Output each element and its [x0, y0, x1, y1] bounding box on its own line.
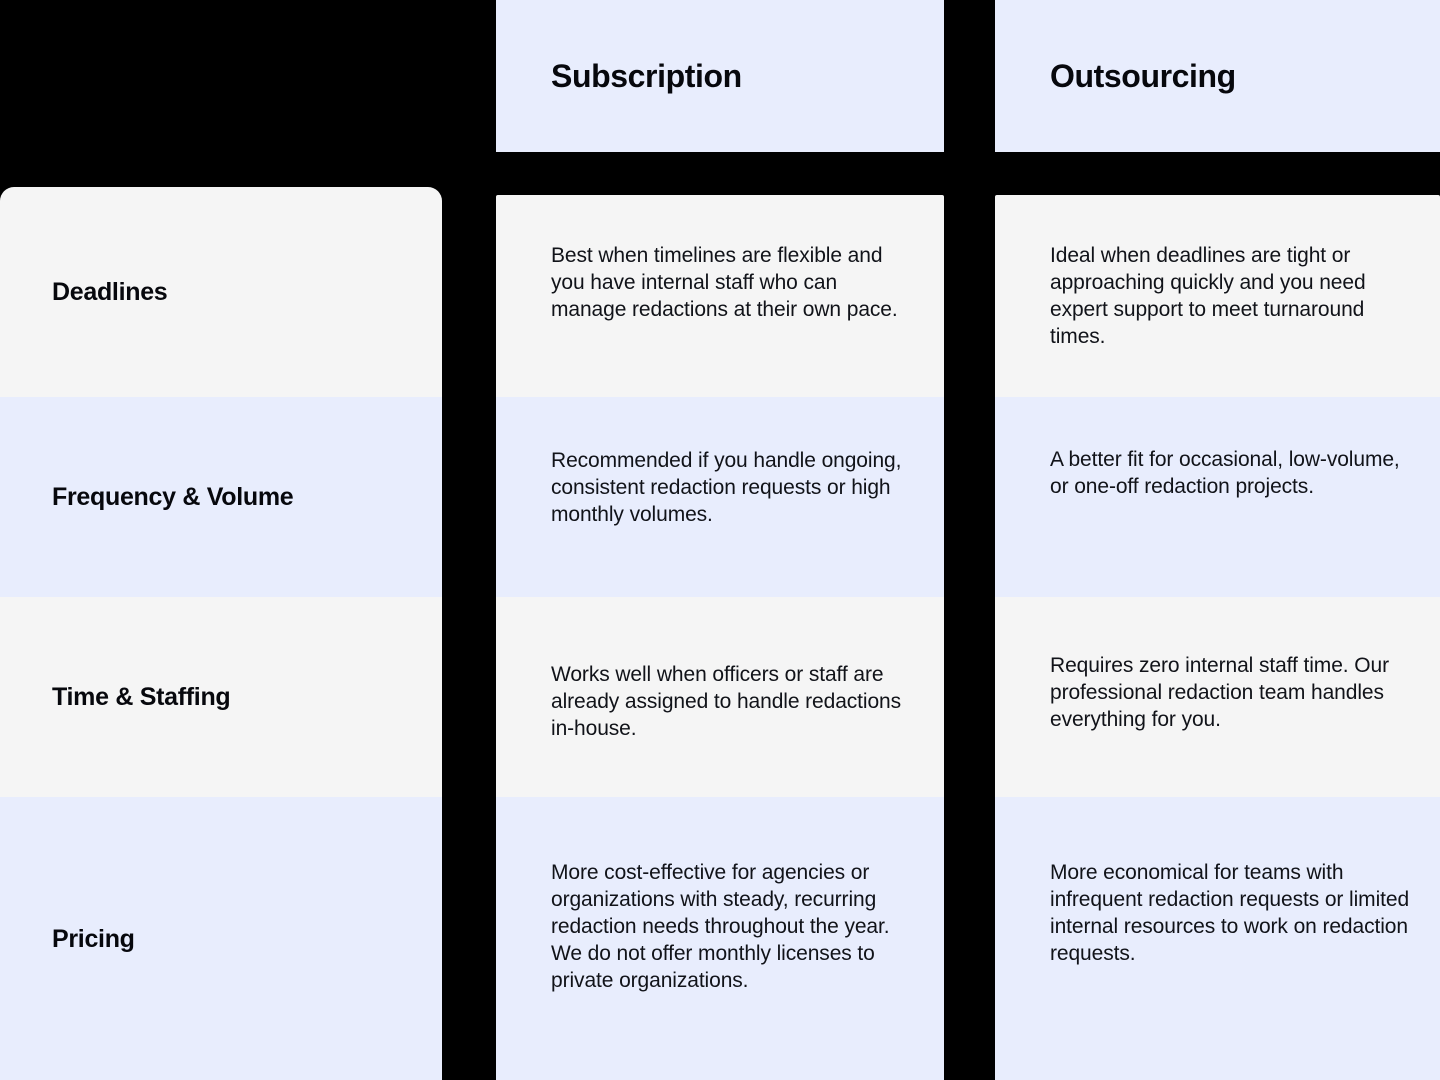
row-cell-outsourcing-pricing: More economical for teams with infrequen…: [995, 797, 1440, 1080]
column-header-subscription: Subscription: [496, 0, 944, 152]
row-label-cell-frequency-volume: Frequency & Volume: [0, 397, 442, 597]
row-label-cell-pricing: Pricing: [0, 797, 442, 1080]
row-cell-subscription-time-staffing: Works well when officers or staff are al…: [496, 597, 944, 797]
cell-text-subscription-time-staffing: Works well when officers or staff are al…: [551, 663, 902, 740]
cell-text-subscription-pricing: More cost-effective for agencies or orga…: [551, 861, 890, 992]
row-label-frequency-volume: Frequency & Volume: [52, 483, 294, 511]
row-label-time-staffing: Time & Staffing: [52, 683, 231, 711]
row-cell-subscription-frequency-volume: Recommended if you handle ongoing, consi…: [496, 397, 944, 597]
cell-text-subscription-deadlines: Best when timelines are flexible and you…: [551, 244, 898, 321]
row-cell-outsourcing-deadlines: Ideal when deadlines are tight or approa…: [995, 195, 1440, 397]
column-header-outsourcing: Outsourcing: [995, 0, 1440, 152]
cell-text-outsourcing-pricing: More economical for teams with infrequen…: [1050, 861, 1410, 965]
cell-text-outsourcing-frequency-volume: A better fit for occasional, low-volume,…: [1050, 448, 1400, 498]
column-header-subscription-label: Subscription: [551, 57, 742, 94]
row-label-pricing: Pricing: [52, 924, 135, 953]
row-cell-outsourcing-frequency-volume: A better fit for occasional, low-volume,…: [995, 397, 1440, 597]
cell-text-subscription-frequency-volume: Recommended if you handle ongoing, consi…: [551, 449, 902, 526]
row-label-deadlines: Deadlines: [52, 278, 168, 306]
cell-text-outsourcing-time-staffing: Requires zero internal staff time. Our p…: [1050, 654, 1389, 731]
column-header-outsourcing-label: Outsourcing: [1050, 57, 1236, 94]
row-cell-subscription-deadlines: Best when timelines are flexible and you…: [496, 195, 944, 397]
row-cell-subscription-pricing: More cost-effective for agencies or orga…: [496, 797, 944, 1080]
row-label-cell-time-staffing: Time & Staffing: [0, 597, 442, 797]
row-label-cell-deadlines: Deadlines: [0, 187, 442, 397]
row-cell-outsourcing-time-staffing: Requires zero internal staff time. Our p…: [995, 597, 1440, 797]
cell-text-outsourcing-deadlines: Ideal when deadlines are tight or approa…: [1050, 244, 1366, 348]
